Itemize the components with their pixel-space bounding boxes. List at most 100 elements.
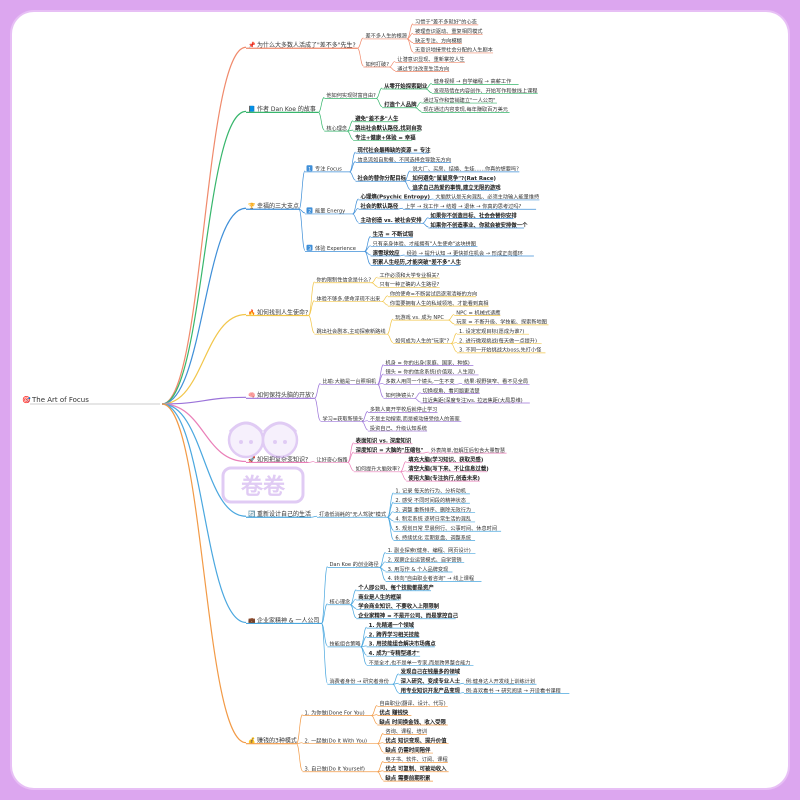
connector-line	[308, 315, 315, 334]
topic-node: 滚雪球效应	[373, 249, 401, 257]
rocket-icon: 🚀	[248, 455, 256, 463]
connector-line	[376, 87, 383, 99]
topic-node: NPC = 机械式适應	[456, 308, 500, 316]
topic-node: 3. 用技能组合解决市场痛点	[369, 640, 437, 648]
topic-node: 自由职业(翻译、设计、代写)	[379, 699, 445, 707]
connector-line	[161, 110, 247, 405]
branch-topic: 作者 Dan Koe 的故事	[257, 105, 316, 113]
topic-node: 2. 进行微观挑战(每天做一点提升)	[459, 336, 537, 344]
topic-node: 学会商业知识、不要收入上限限制	[358, 602, 439, 610]
topic-node: 现代社会最稀缺的资源 = 专注	[358, 146, 432, 154]
topic-node: 切换视角、看问题更清楚	[423, 386, 480, 394]
connector-line	[364, 251, 371, 265]
connector-line	[161, 396, 247, 405]
topic-node: 信息流如自助餐、不同选择会导致无方向	[358, 155, 451, 163]
connector-line	[314, 397, 321, 422]
topic-node: 2. 一起做(Do It With You)	[304, 737, 367, 745]
branch-topic: 为什么大多数人活成了"差不多"先生?	[257, 41, 356, 49]
connector-line	[387, 516, 394, 540]
topic-node: 如何避免"鼠鼠竞争"?(Rat Race)	[412, 174, 496, 182]
connector-line	[400, 471, 407, 481]
connector-line	[456, 382, 463, 385]
topic-node: 1. 先精通一个领域	[369, 621, 415, 629]
topic-node: 5. 规划日常 早晨例行、公事时间、休息时间	[395, 524, 497, 532]
connector-line	[321, 603, 328, 624]
connector-line	[425, 88, 432, 94]
topic-node: Dan Koe 的创业路径	[329, 560, 378, 568]
topic-node: 企业家精神 = 不是开公司、而是掌控自己	[358, 612, 459, 620]
topic-node: 优点 可复制、可被动收入	[385, 765, 447, 773]
connector-line	[377, 733, 384, 745]
topic-node: 跳出社会默认路径,找到自我	[355, 124, 422, 132]
connector-line	[415, 107, 422, 112]
topic-node: 玩游戏 vs. 成为 NPC	[395, 313, 444, 321]
mindmap-svg: 🎯The Art of Focus📌为什么大多数人活成了"差不多"先生?差不多人…	[22, 18, 570, 782]
topic-node: 如果你不创造目标、社会会替你安排	[430, 211, 517, 219]
topic-node: 避免"差不多"人生	[355, 115, 399, 123]
connector-line	[392, 683, 399, 693]
topic-node: 现在通过内容变现,每年赚取百万美元	[423, 105, 508, 113]
topic-node: 工作必须和大学专业相关?	[379, 271, 439, 279]
topic-node: 他如何实现财富自由?	[326, 91, 376, 99]
branch-topic: 如何把复杂变知识?	[257, 455, 308, 463]
topic-node: 社会的替你分配目标	[357, 174, 407, 182]
topic-node: 多数人用同一个镜头,一生不变	[385, 377, 454, 385]
topic-node: 无意识地接受社会分配的人生剧本	[415, 46, 493, 54]
connector-line	[448, 319, 455, 325]
connector-line	[422, 217, 429, 224]
connector-line	[379, 566, 386, 581]
connector-line	[406, 38, 414, 53]
connector-line	[349, 161, 356, 173]
connector-line	[296, 714, 303, 745]
topic-node: 你的限制性信念是什么?	[316, 276, 371, 284]
topic-node: 核心理念	[329, 598, 350, 606]
connector-line	[360, 646, 367, 665]
connector-line	[450, 343, 458, 353]
connector-line	[308, 461, 315, 463]
connector-line	[161, 403, 247, 744]
topic-node: 2. 跨界学习相关技能	[369, 630, 420, 638]
topic-node: 3. 不同一开始挑战大boss,先打小怪	[459, 346, 542, 354]
topic-node: 缺乏专注、方向模糊	[415, 36, 462, 44]
topic-node: 专注+健康+体验 = 幸福	[355, 133, 416, 141]
connector-line	[308, 281, 315, 316]
topic-node: 如何打破?	[365, 60, 389, 68]
connector-line	[361, 421, 369, 431]
connector-line	[357, 37, 364, 49]
connector-line	[450, 332, 458, 344]
topic-node: 1. 记录 每天的行为、分析动机	[395, 487, 466, 495]
topic-node: 填充大脑(学习知识、获取灵感)	[408, 455, 483, 463]
connector-line	[396, 207, 403, 210]
branch-topic: 赚钱的3种模式	[257, 737, 297, 745]
root-node: The Art of Focus	[31, 396, 89, 404]
topic-node: 能量 Energy	[315, 207, 345, 215]
topic-node: 例:喜欢看书 → 研究阅读 → 开设看书课程	[466, 686, 561, 694]
topic-node: 用专业知识开发产品变现	[401, 686, 461, 694]
topic-node: 经验 → 提升认知 → 更快抓住机会 → 形成正向循环	[407, 249, 523, 257]
connector-line	[310, 515, 318, 518]
connector-line	[389, 66, 396, 71]
topic-node: 4. 转向"自由职业者咨询" → 线上课程	[388, 574, 474, 582]
connector-line	[371, 276, 378, 284]
connector-line	[298, 208, 306, 251]
topic-node: 发现自己在钱最多的领域	[400, 668, 461, 676]
connector-line	[314, 382, 321, 399]
topic-node: 上学 → 找工作 → 结婚 → 退休 → 你真的思考过吗?	[405, 202, 522, 210]
topic-node: 3. 自己做(Do It Yourself)	[304, 765, 364, 773]
topic-node: 主动创造 vs. 被社会安排	[361, 216, 423, 224]
topic-node: 技能组合策略	[329, 640, 361, 648]
connector-line	[457, 682, 464, 685]
topic-node: 跳出社会剧本,主动探索新路线	[316, 327, 385, 335]
topic-node: 深度知识 = 大脑的"压缩包"	[356, 446, 424, 454]
topic-node: 外表简单,但解压后包含大量智慧	[431, 446, 505, 454]
topic-node: 表面知识 vs. 深度知识	[356, 437, 412, 445]
topic-node: 深入研究、变成专业人士	[401, 677, 461, 685]
topic-node: 缺点 仍需时间陪伴	[385, 746, 431, 754]
topic-node: 专注 Focus	[315, 165, 342, 173]
topic-node: 通过写作和营销建立"一人公司"	[423, 96, 495, 104]
topic-node: 打造个人品牌	[384, 101, 417, 109]
topic-node: 3. 调整 重新排序、删除无效行为	[395, 505, 471, 513]
connector-line	[161, 46, 247, 405]
connector-line	[457, 692, 464, 694]
topic-node: 3. 用写作 & 个人品牌变现	[388, 565, 449, 573]
